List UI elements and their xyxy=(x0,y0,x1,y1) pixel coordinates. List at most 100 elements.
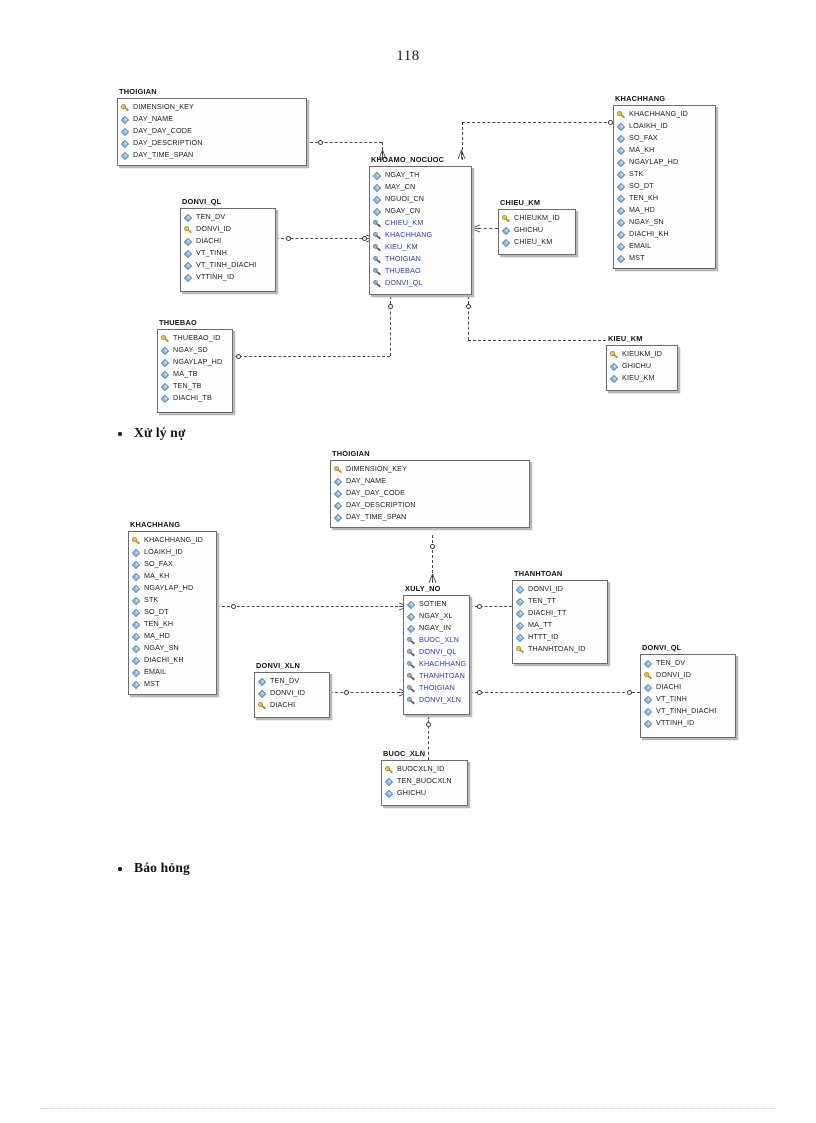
field-row[interactable]: VTTINH_ID xyxy=(640,717,736,729)
field-row[interactable]: VT_TINH_DIACHI xyxy=(640,705,736,717)
field-row[interactable]: MST xyxy=(613,252,716,264)
field-row[interactable]: TEN_TT xyxy=(512,595,608,607)
field-row[interactable]: MA_KH xyxy=(613,144,716,156)
field-row[interactable]: VT_TINH xyxy=(180,247,276,259)
field-row[interactable]: STK xyxy=(613,168,716,180)
field-row[interactable]: KHACHHANG xyxy=(369,229,472,241)
field-row[interactable]: SO_FAX xyxy=(128,558,217,570)
field-row[interactable]: DIMENSION_KEY xyxy=(330,463,530,475)
field-row[interactable]: NGAYLAP_HD xyxy=(613,156,716,168)
field-row[interactable]: THOIGIAN xyxy=(369,253,472,265)
field-row[interactable]: BUOCXLN_ID xyxy=(381,763,468,775)
field-row[interactable]: NGUOI_CN xyxy=(369,193,472,205)
field-row[interactable]: CHIEU_KM xyxy=(498,236,576,248)
field-row[interactable]: KIEUKM_ID xyxy=(606,348,678,360)
field-row[interactable]: MA_HD xyxy=(613,204,716,216)
field-row[interactable]: TEN_DV xyxy=(254,675,330,687)
field-row[interactable]: THUEBAO xyxy=(369,265,472,277)
field-row[interactable]: NGAYLAP_HD xyxy=(157,356,233,368)
field-row[interactable]: NGAY_XL xyxy=(403,610,470,622)
field-row[interactable]: EMAIL xyxy=(128,666,217,678)
field-row[interactable]: THUEBAO_ID xyxy=(157,332,233,344)
field-row[interactable]: GHICHU xyxy=(381,787,468,799)
field-row[interactable]: DONVI_XLN xyxy=(403,694,470,706)
field-row[interactable]: DONVI_ID xyxy=(640,669,736,681)
field-row[interactable]: CHIEUKM_ID xyxy=(498,212,576,224)
field-row[interactable]: TEN_TB xyxy=(157,380,233,392)
field-row[interactable]: DIACHI_TB xyxy=(157,392,233,404)
field-row[interactable]: KHACHHANG_ID xyxy=(128,534,217,546)
field-row[interactable]: DONVI_QL xyxy=(369,277,472,289)
field-row[interactable]: STK xyxy=(128,594,217,606)
field-row[interactable]: TEN_KH xyxy=(128,618,217,630)
field-row[interactable]: DAY_NAME xyxy=(117,113,307,125)
field-row[interactable]: MAY_CN xyxy=(369,181,472,193)
field-row[interactable]: DONVI_QL xyxy=(403,646,470,658)
field-row[interactable]: DIACHI_KH xyxy=(613,228,716,240)
field-row[interactable]: NGAY_SN xyxy=(128,642,217,654)
field-row[interactable]: DAY_TIME_SPAN xyxy=(117,149,307,161)
field-row[interactable]: MA_TB xyxy=(157,368,233,380)
field-row[interactable]: NGAY_TH xyxy=(369,169,472,181)
field-row[interactable]: BUOC_XLN xyxy=(403,634,470,646)
field-row[interactable]: KIEU_KM xyxy=(369,241,472,253)
field-row[interactable]: KHACHHANG xyxy=(403,658,470,670)
field-row[interactable]: TEN_KH xyxy=(613,192,716,204)
field-row[interactable]: NGAY_CN xyxy=(369,205,472,217)
field-row[interactable]: DONVI_ID xyxy=(180,223,276,235)
field-row[interactable]: NGAYLAP_HD xyxy=(128,582,217,594)
field-row[interactable]: DAY_DESCRIPTION xyxy=(117,137,307,149)
field-row[interactable]: TEN_DV xyxy=(640,657,736,669)
field-row[interactable]: GHICHU xyxy=(498,224,576,236)
field-row[interactable]: DIMENSION_KEY xyxy=(117,101,307,113)
field-row[interactable]: NGAY_SN xyxy=(613,216,716,228)
field-row[interactable]: MA_TT xyxy=(512,619,608,631)
field-row[interactable]: MA_HD xyxy=(128,630,217,642)
field-row[interactable]: DONVI_ID xyxy=(254,687,330,699)
field-row[interactable]: MA_KH xyxy=(128,570,217,582)
field-row[interactable]: VTTINH_ID xyxy=(180,271,276,283)
field-row[interactable]: DIACHI_TT xyxy=(512,607,608,619)
field-row[interactable]: DAY_DESCRIPTION xyxy=(330,499,530,511)
field-row[interactable]: LOAIKH_ID xyxy=(128,546,217,558)
field-row[interactable]: DAY_DAY_CODE xyxy=(117,125,307,137)
field-row[interactable]: DONVI_ID xyxy=(512,583,608,595)
field-row[interactable]: DIACHI xyxy=(640,681,736,693)
field-row[interactable]: DAY_TIME_SPAN xyxy=(330,511,530,523)
field-row[interactable]: GHICHU xyxy=(606,360,678,372)
field-row[interactable]: THANHTOAN_ID xyxy=(512,643,608,655)
field-row[interactable]: TEN_DV xyxy=(180,211,276,223)
field-row[interactable]: DAY_DAY_CODE xyxy=(330,487,530,499)
field-row[interactable]: EMAIL xyxy=(613,240,716,252)
field-row[interactable]: DIACHI_KH xyxy=(128,654,217,666)
field-row[interactable]: THOIGIAN xyxy=(403,682,470,694)
field-row[interactable]: SO_FAX xyxy=(613,132,716,144)
field-row[interactable]: DIACHI xyxy=(254,699,330,711)
field-row[interactable]: CHIEU_KM xyxy=(369,217,472,229)
field-row[interactable]: NGAY_SD xyxy=(157,344,233,356)
field-row[interactable]: VT_TINH xyxy=(640,693,736,705)
field-row[interactable]: DAY_NAME xyxy=(330,475,530,487)
field-row[interactable]: KIEU_KM xyxy=(606,372,678,384)
field-row[interactable]: SOTIEN xyxy=(403,598,470,610)
field-row[interactable]: MST xyxy=(128,678,217,690)
field-row[interactable]: HTTT_ID xyxy=(512,631,608,643)
field-row[interactable]: SO_DT xyxy=(128,606,217,618)
field-row[interactable]: LOAIKH_ID xyxy=(613,120,716,132)
field-row[interactable]: VT_TINH_DIACHI xyxy=(180,259,276,271)
field-row[interactable]: THANHTOAN xyxy=(403,670,470,682)
